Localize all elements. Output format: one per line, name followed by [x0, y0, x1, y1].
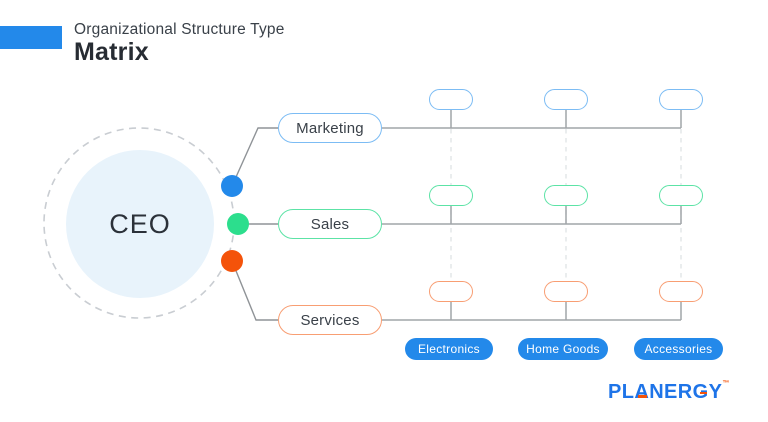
column-chip-electronics: Electronics	[405, 338, 493, 360]
node-services: Services	[278, 305, 382, 335]
brand-logo-text: Y	[708, 381, 723, 403]
services-dot	[221, 250, 243, 272]
accent-bar	[0, 26, 62, 49]
marketing-dot	[221, 175, 243, 197]
matrix-cell-marketing-accessories	[659, 89, 703, 110]
column-chip-homegoods-label: Home Goods	[526, 342, 600, 356]
sales-dot	[227, 213, 249, 235]
matrix-cell-services-homegoods	[544, 281, 588, 302]
node-marketing: Marketing	[278, 113, 382, 143]
ceo-label: CEO	[109, 208, 171, 239]
page-title: Matrix	[74, 38, 149, 66]
matrix-cell-sales-accessories	[659, 185, 703, 206]
brand-logo: PLANERGY™	[608, 380, 729, 404]
matrix-cell-sales-homegoods	[544, 185, 588, 206]
matrix-cell-marketing-electronics	[429, 89, 473, 110]
matrix-cell-services-accessories	[659, 281, 703, 302]
column-chip-accessories-label: Accessories	[644, 342, 713, 356]
brand-logo-text: NER	[649, 381, 693, 403]
brand-logo-letter-g: G	[692, 381, 709, 403]
brand-logo-letter-a: A	[634, 381, 650, 403]
column-chip-electronics-label: Electronics	[418, 342, 480, 356]
header: Organizational Structure Type Matrix	[74, 20, 285, 66]
matrix-cell-sales-electronics	[429, 185, 473, 206]
column-chip-homegoods: Home Goods	[518, 338, 608, 360]
node-services-label: Services	[300, 311, 360, 329]
matrix-cell-marketing-homegoods	[544, 89, 588, 110]
node-sales-label: Sales	[310, 215, 350, 233]
node-marketing-label: Marketing	[296, 119, 364, 137]
trademark-symbol: ™	[722, 380, 730, 387]
column-chip-accessories: Accessories	[634, 338, 723, 360]
subtitle: Organizational Structure Type	[74, 21, 285, 38]
node-sales: Sales	[278, 209, 382, 239]
ceo-node: CEO	[66, 150, 214, 298]
matrix-cell-services-electronics	[429, 281, 473, 302]
brand-logo-text: PL	[608, 381, 635, 403]
